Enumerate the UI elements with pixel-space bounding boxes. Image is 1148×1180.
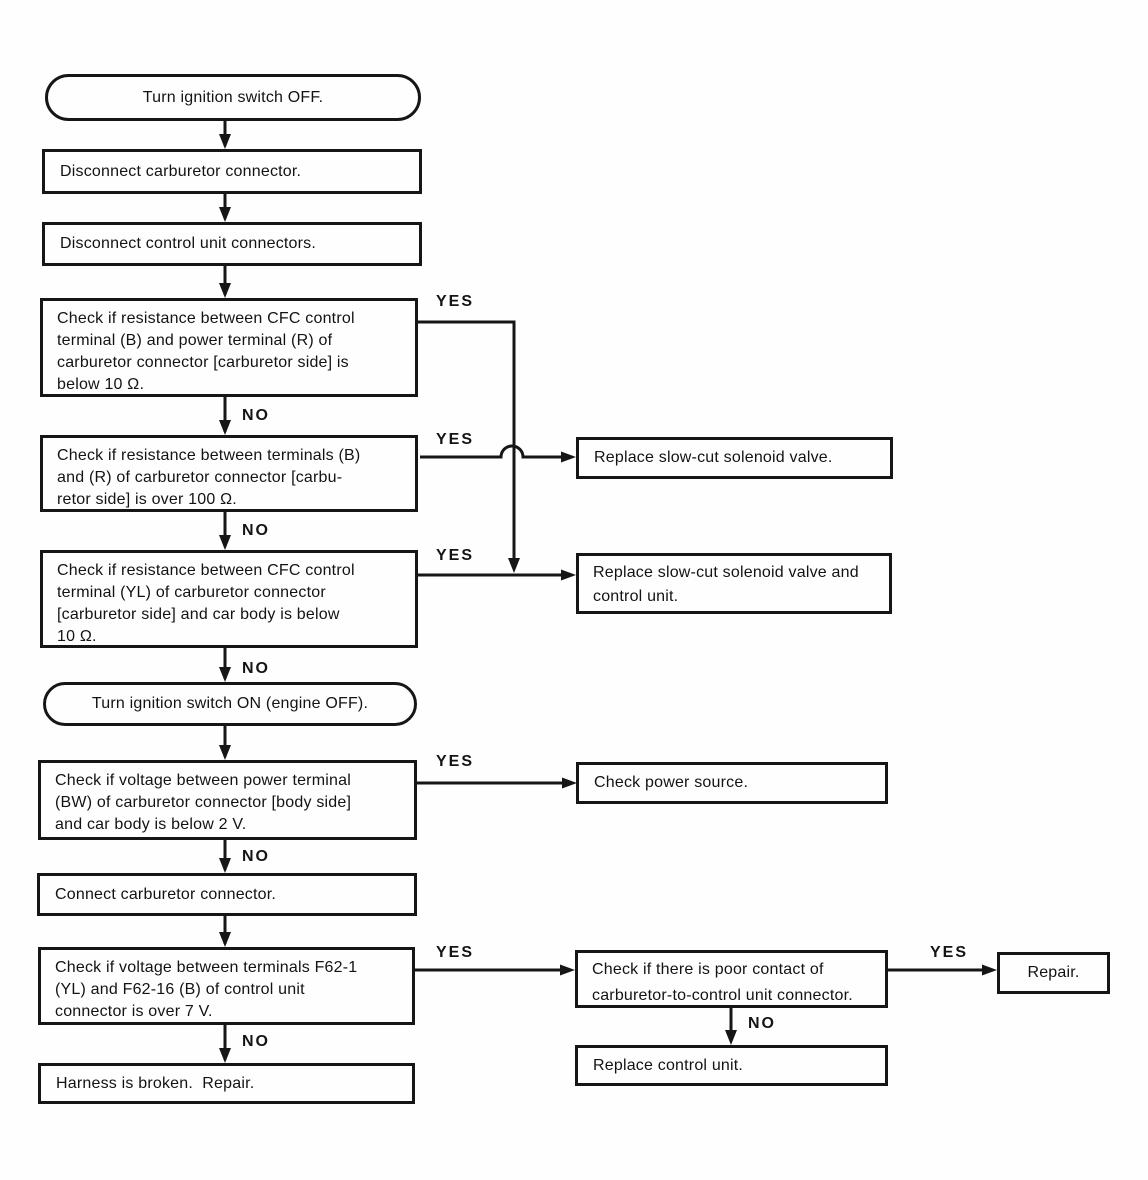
no-label: NO [242, 1033, 270, 1050]
yes-label: YES [436, 547, 475, 564]
node-text-line: Replace slow-cut solenoid valve and [593, 564, 859, 581]
node-text-line: control unit. [593, 588, 679, 605]
node-text-line: carburetor-to-control unit connector. [592, 987, 853, 1004]
node-text-line: below 10 Ω. [57, 376, 145, 393]
node-text: Connect carburetor connector. [55, 885, 277, 903]
node-text-line: Check if resistance between CFC control [57, 310, 355, 327]
node-text: Disconnect carburetor connector. [60, 162, 302, 180]
node-text-line: Check if resistance between terminals (B… [57, 447, 361, 464]
node-text: Turn ignition switch OFF. [142, 88, 324, 106]
node-replace-valve-and-control-unit: Replace slow-cut solenoid valve and cont… [576, 553, 892, 614]
node-text-line: 10 Ω. [57, 628, 97, 645]
node-repair: Repair. [997, 952, 1110, 994]
node-text-line: (YL) and F62-16 (B) of control unit [55, 981, 305, 998]
node-text: Turn ignition switch ON (engine OFF). [91, 695, 369, 712]
no-label: NO [242, 848, 270, 865]
no-label: NO [748, 1015, 776, 1032]
node-text-line: and car body is below 2 V. [55, 816, 247, 833]
node-text-line: (BW) of carburetor connector [body side] [55, 794, 352, 811]
node-text-line: Check if there is poor contact of [592, 961, 824, 978]
node-text-line: retor side] is over 100 Ω. [57, 491, 237, 508]
node-text: Check power source. [594, 774, 749, 791]
yes-label: YES [436, 753, 475, 770]
node-check-resistance-b-r: Check if resistance between CFC control … [40, 298, 418, 397]
node-check-voltage-bw: Check if voltage between power terminal … [38, 760, 417, 840]
no-label: NO [242, 407, 270, 424]
node-turn-ignition-on: Turn ignition switch ON (engine OFF). [43, 682, 417, 726]
node-check-resistance-over-100: Check if resistance between terminals (B… [40, 435, 418, 512]
node-text-line: carburetor connector [carburetor side] i… [57, 354, 349, 371]
node-text: Repair. [1027, 964, 1080, 981]
node-check-power-source: Check power source. [576, 762, 888, 804]
node-replace-slow-cut-solenoid-valve: Replace slow-cut solenoid valve. [576, 437, 893, 479]
yes-label: YES [436, 293, 475, 310]
node-harness-broken-repair: Harness is broken. Repair. [38, 1063, 415, 1104]
node-text-line: Check if resistance between CFC control [57, 562, 355, 579]
node-text: Replace slow-cut solenoid valve. [594, 449, 833, 466]
node-text-line: terminal (YL) of carburetor connector [57, 584, 326, 601]
node-text-line: and (R) of carburetor connector [carbu- [57, 469, 343, 486]
node-text: Harness is broken. Repair. [56, 1074, 255, 1092]
no-label: NO [242, 660, 270, 677]
node-check-resistance-yl-car-body: Check if resistance between CFC control … [40, 550, 418, 648]
node-text-line: Check if voltage between power terminal [55, 772, 351, 789]
node-turn-ignition-off: Turn ignition switch OFF. [45, 74, 421, 121]
no-label: NO [242, 522, 270, 539]
node-connect-carburetor-connector: Connect carburetor connector. [37, 873, 417, 916]
node-text-line: [carburetor side] and car body is below [57, 606, 340, 623]
yes-label: YES [930, 944, 969, 961]
node-text-line: terminal (B) and power terminal (R) of [57, 332, 333, 349]
node-disconnect-control-unit-connectors: Disconnect control unit connectors. [42, 222, 422, 266]
node-text: Disconnect control unit connectors. [60, 235, 317, 252]
node-disconnect-carburetor-connector: Disconnect carburetor connector. [42, 149, 422, 194]
yes-label: YES [436, 944, 475, 961]
node-check-poor-contact: Check if there is poor contact of carbur… [575, 950, 888, 1008]
node-text-line: connector is over 7 V. [55, 1003, 213, 1020]
node-replace-control-unit: Replace control unit. [575, 1045, 888, 1086]
node-text-line: Check if voltage between terminals F62-1 [55, 959, 358, 976]
node-text: Replace control unit. [593, 1056, 744, 1074]
node-check-voltage-f62: Check if voltage between terminals F62-1… [38, 947, 415, 1025]
yes-label: YES [436, 431, 475, 448]
